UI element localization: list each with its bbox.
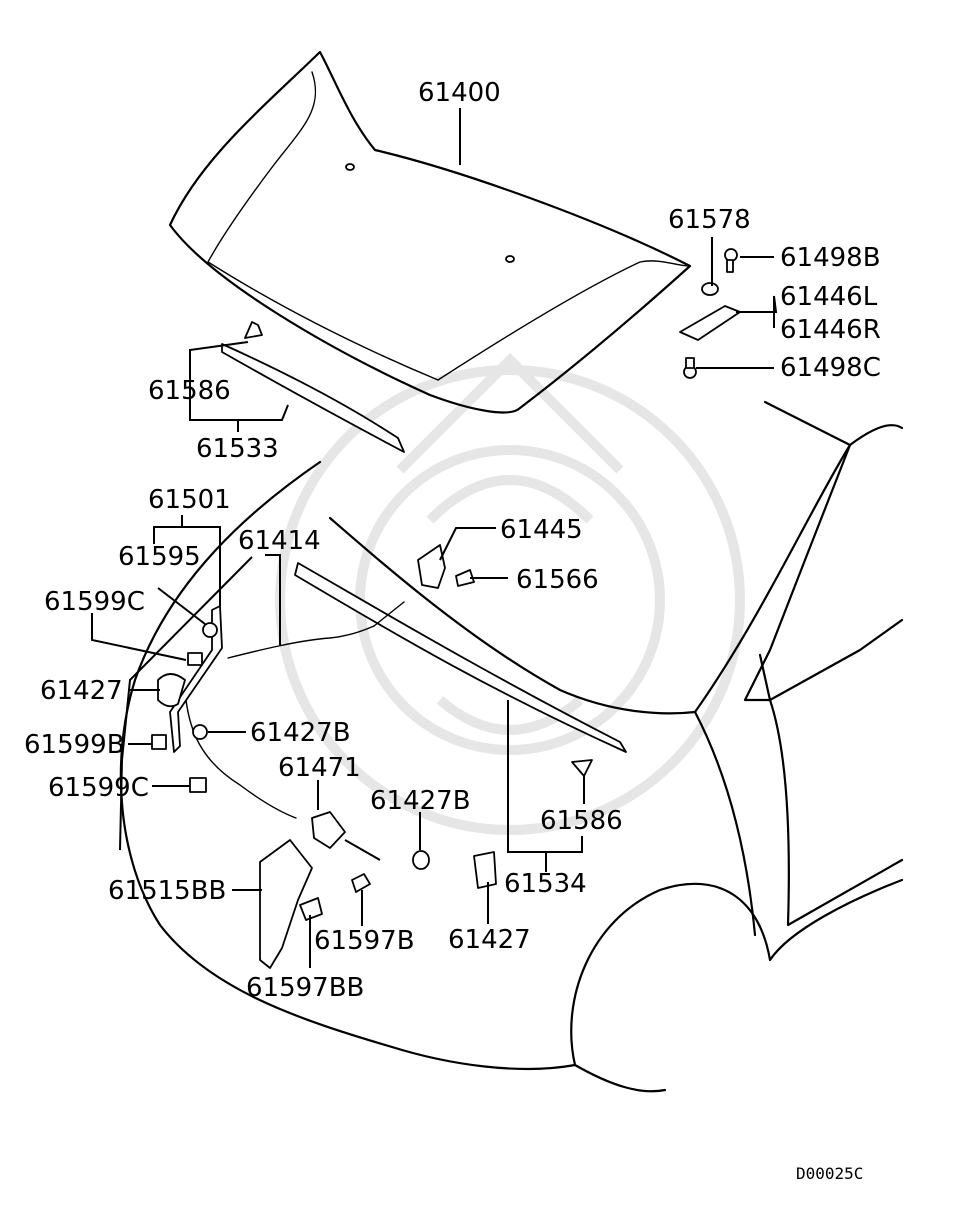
label-61534: 61534 xyxy=(504,869,587,899)
hood-weatherstrip xyxy=(221,343,405,453)
label-61501: 61501 xyxy=(148,485,231,515)
diagram-reference-code: D00025C xyxy=(796,1164,863,1183)
release-lever xyxy=(169,605,223,753)
part-labels: 61400 61578 61498B 61446L 61446R 61498C … xyxy=(24,78,881,1003)
clips-and-grommets xyxy=(151,652,593,889)
label-61445: 61445 xyxy=(500,515,583,545)
label-61597bb: 61597BB xyxy=(246,973,364,1003)
release-cable xyxy=(185,601,405,819)
hood-bumper-upper xyxy=(244,321,263,339)
hood-lock-bracket xyxy=(417,544,475,589)
label-61595: 61595 xyxy=(118,542,201,572)
label-61515bb: 61515BB xyxy=(108,876,226,906)
label-61427b-left: 61427B xyxy=(250,718,351,748)
label-61586-upper: 61586 xyxy=(148,376,231,406)
label-61597b: 61597B xyxy=(314,926,415,956)
label-61498b: 61498B xyxy=(780,243,881,273)
label-61446r: 61446R xyxy=(780,315,881,345)
label-61446l: 61446L xyxy=(780,282,878,312)
label-61599b: 61599B xyxy=(24,730,125,760)
label-61599c-upper: 61599C xyxy=(44,587,145,617)
label-61427-left: 61427 xyxy=(40,676,123,706)
label-61498c: 61498C xyxy=(780,353,881,383)
hood-panel xyxy=(168,50,692,414)
leader-lines xyxy=(91,108,778,968)
label-61578: 61578 xyxy=(668,205,751,235)
label-61566: 61566 xyxy=(516,565,599,595)
label-61533: 61533 xyxy=(196,434,279,464)
label-61586-lower: 61586 xyxy=(540,806,623,836)
label-61471: 61471 xyxy=(278,753,361,783)
front-seal-strip xyxy=(294,562,627,753)
label-61414: 61414 xyxy=(238,526,321,556)
label-61427-right: 61427 xyxy=(448,925,531,955)
label-61400: 61400 xyxy=(418,78,501,108)
hood-latch-assembly xyxy=(259,811,371,969)
label-61427b-right: 61427B xyxy=(370,786,471,816)
label-61599c-lower: 61599C xyxy=(48,773,149,803)
